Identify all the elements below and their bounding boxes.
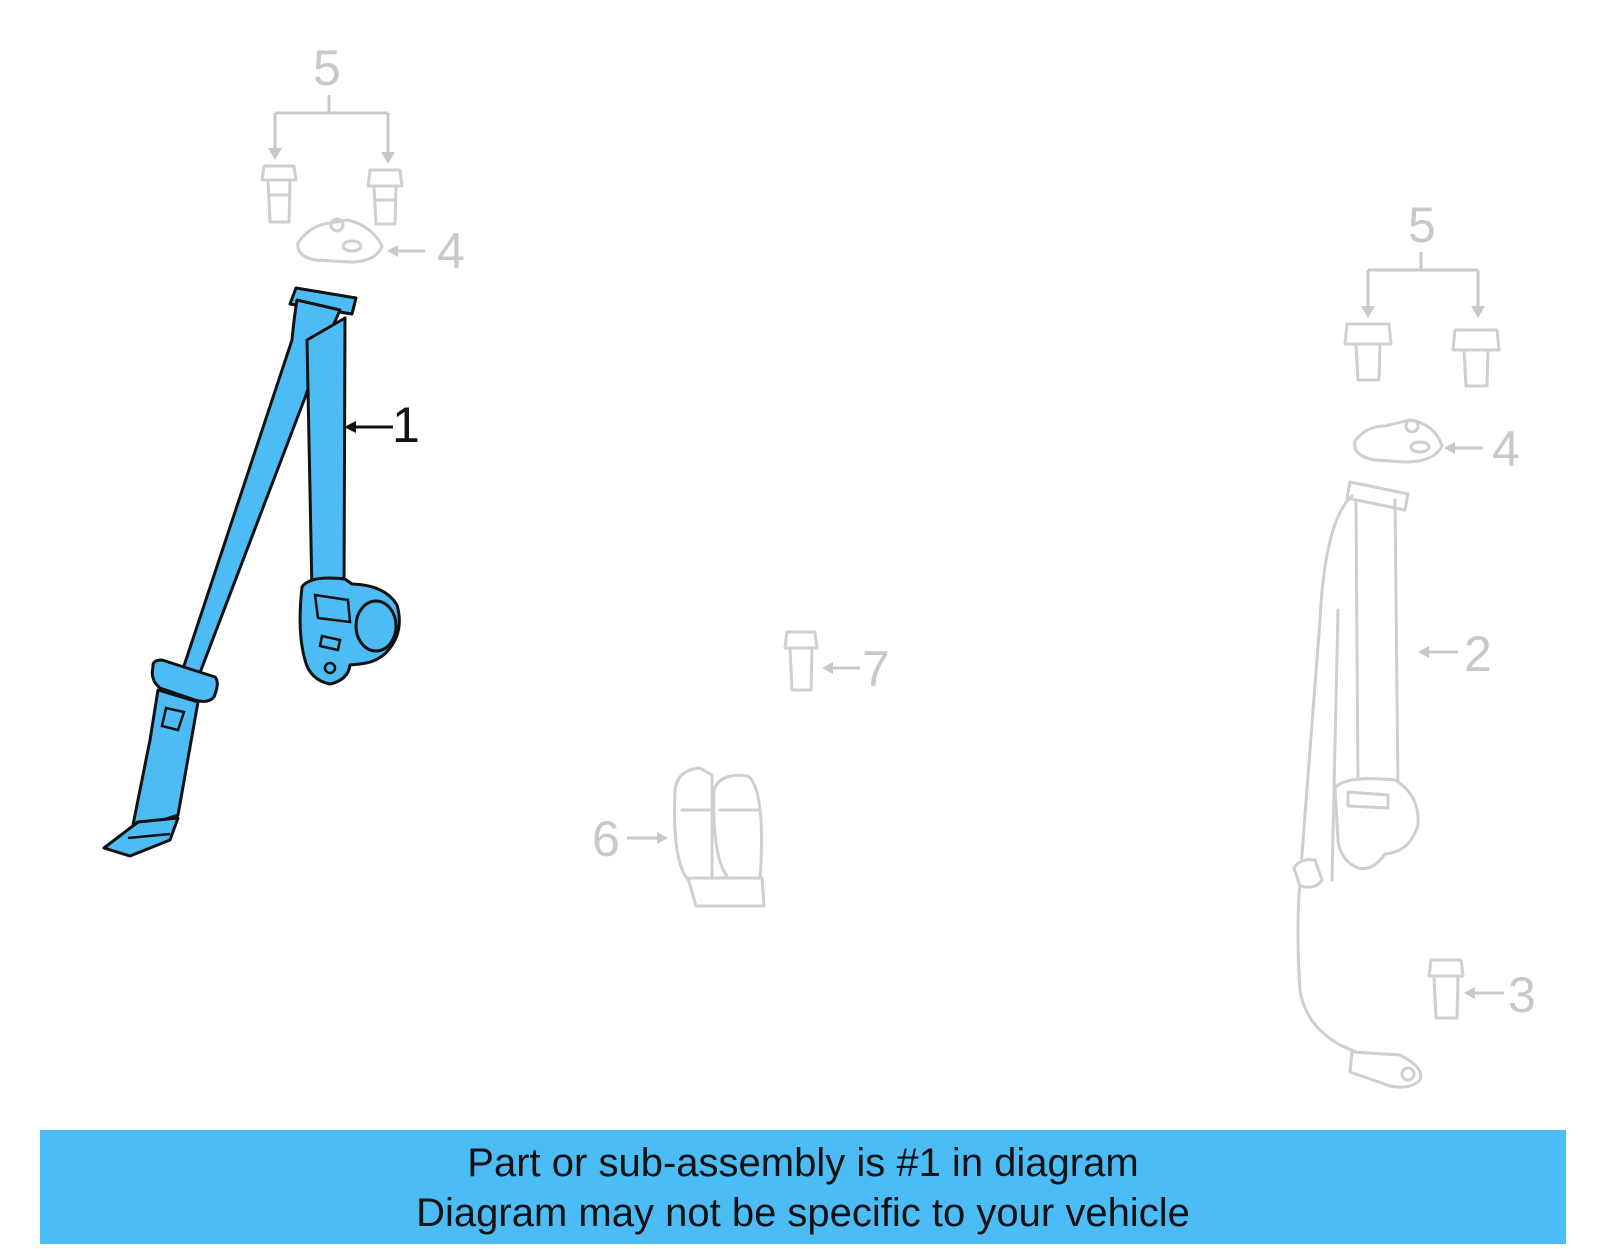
bolt-7: 7 xyxy=(783,630,890,697)
leader-5-left xyxy=(273,95,390,156)
bolt-group-left: 5 xyxy=(260,40,404,226)
bolt-3: 3 xyxy=(1427,958,1536,1023)
upper-guide xyxy=(288,286,358,316)
retractor-strap xyxy=(305,316,347,594)
bolt-icon xyxy=(1427,958,1465,1020)
callout-7: 7 xyxy=(862,641,890,697)
bolt-icon xyxy=(783,630,819,692)
callout-2: 2 xyxy=(1464,626,1492,682)
callout-3: 3 xyxy=(1508,967,1536,1023)
bolt-icon xyxy=(1451,328,1501,388)
bolt-group-right: 5 xyxy=(1343,197,1501,388)
callout-4-left: 4 xyxy=(437,223,465,279)
info-banner: Part or sub-assembly is #1 in diagram Di… xyxy=(40,1130,1566,1244)
seat-belt-assembly-2: 2 xyxy=(1292,480,1492,1089)
callout-5-right: 5 xyxy=(1408,197,1436,253)
callout-1: 1 xyxy=(392,397,420,453)
callout-5-left: 5 xyxy=(313,40,341,96)
buckle-6: 6 xyxy=(592,766,766,908)
callout-6: 6 xyxy=(592,811,620,867)
arrowhead xyxy=(268,148,282,160)
arrowhead xyxy=(381,152,395,164)
callout-4-right: 4 xyxy=(1492,421,1520,477)
leader-5-right xyxy=(1366,252,1480,310)
tongue-slider xyxy=(150,658,219,703)
anchor-plate-left: 4 xyxy=(296,217,465,279)
bolt-icon xyxy=(260,164,298,224)
buckle-icon xyxy=(673,766,766,908)
anchor-plate-right: 4 xyxy=(1353,418,1520,477)
seat-belt-assembly-highlighted: 1 xyxy=(102,286,420,858)
banner-line-2: Diagram may not be specific to your vehi… xyxy=(416,1191,1190,1235)
bolt-icon xyxy=(366,168,404,226)
bolt-icon xyxy=(1343,322,1393,382)
banner-line-1: Part or sub-assembly is #1 in diagram xyxy=(467,1141,1139,1185)
